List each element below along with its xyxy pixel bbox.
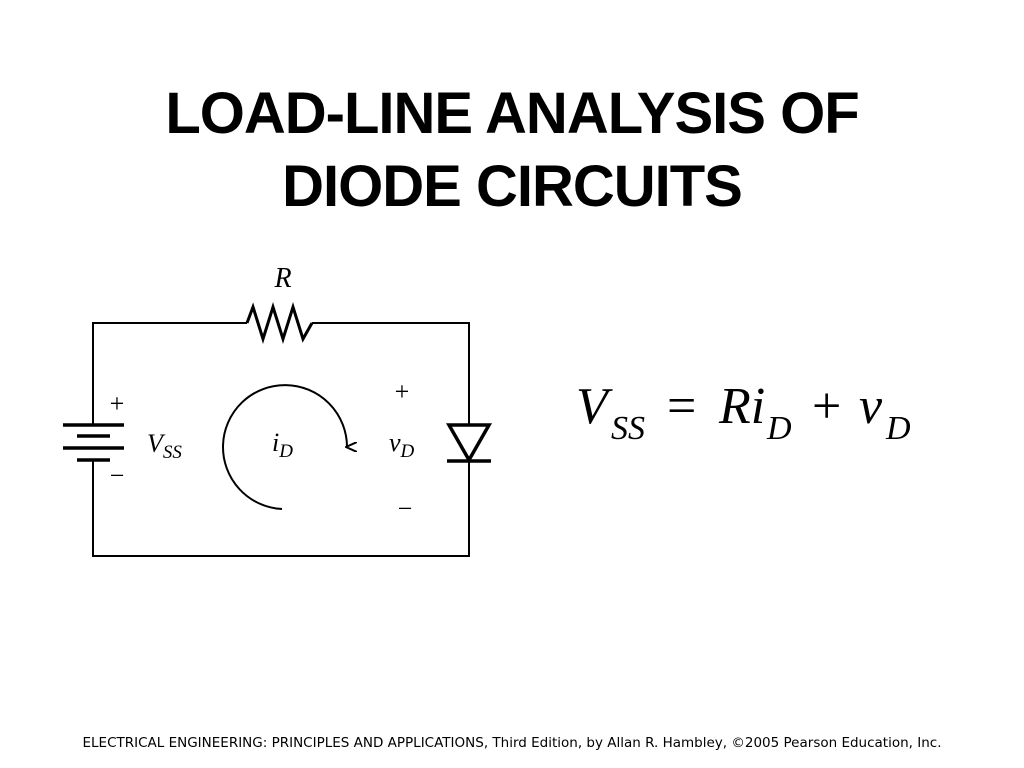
source-minus-sign: −	[110, 461, 125, 490]
source-label-subscript: SS	[163, 442, 183, 463]
equation-term2: v	[859, 378, 883, 435]
kvl-equation: V SS = Ri D + v D	[576, 378, 911, 447]
diode-voltage-label-main: v	[389, 428, 401, 457]
title-line-1: LOAD-LINE ANALYSIS OF	[165, 81, 859, 146]
equation-lhs-subscript: SS	[611, 410, 645, 447]
wire-top-left	[92, 322, 247, 425]
diode-plus-sign: +	[395, 377, 410, 406]
source-label-main: V	[147, 429, 166, 458]
wire-top-right	[312, 322, 470, 425]
equation-term2-subscript: D	[885, 410, 911, 447]
wire-bottom	[92, 460, 470, 557]
footer-citation: ELECTRICAL ENGINEERING: PRINCIPLES AND A…	[82, 735, 942, 751]
dc-voltage-source-icon	[63, 423, 124, 462]
equation-term1-subscript: D	[766, 410, 792, 447]
wires	[92, 322, 470, 557]
equation-lhs: V	[576, 378, 613, 435]
resistor-label: R	[273, 263, 291, 294]
title-line-2: DIODE CIRCUITS	[282, 154, 743, 219]
diode-voltage-label-subscript: D	[400, 441, 415, 462]
current-loop-arrow-icon	[222, 384, 347, 510]
diode-minus-sign: −	[398, 494, 413, 523]
source-label: VSS	[147, 429, 182, 463]
source-plus-sign: +	[110, 389, 125, 418]
equation-plus: +	[812, 378, 841, 435]
equation-equals: =	[667, 378, 696, 435]
diode-voltage-label: vD	[389, 428, 415, 462]
diode-icon	[445, 423, 493, 464]
resistor-icon	[245, 301, 314, 345]
current-label-subscript: D	[278, 441, 293, 462]
equation-term1: Ri	[718, 378, 765, 435]
current-label: iD	[272, 428, 293, 462]
current-label-main: i	[272, 428, 279, 457]
